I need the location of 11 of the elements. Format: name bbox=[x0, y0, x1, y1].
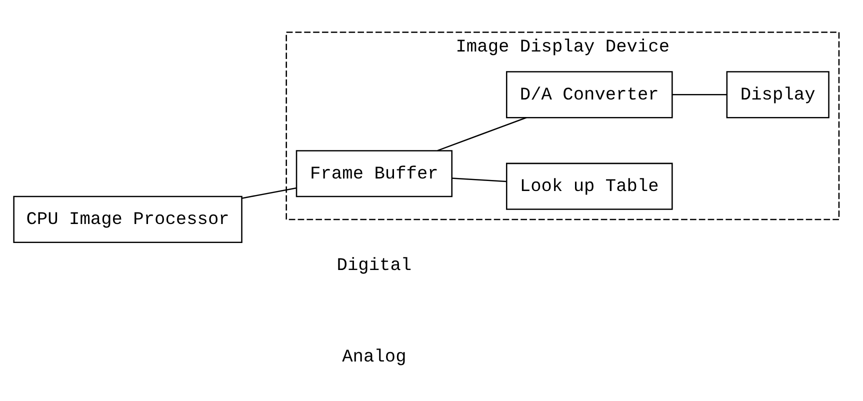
node-box: D/A Converter bbox=[506, 70, 673, 118]
connector bbox=[672, 94, 727, 95]
connector bbox=[452, 177, 506, 182]
connector bbox=[242, 186, 297, 198]
node-box: Look up Table bbox=[506, 162, 673, 210]
node-box: CPU Image Processor bbox=[13, 195, 242, 243]
label: Analog bbox=[342, 347, 406, 368]
node-box: Display bbox=[726, 70, 830, 118]
node-box: Frame Buffer bbox=[296, 150, 453, 197]
label: Digital bbox=[336, 256, 412, 276]
connector bbox=[437, 116, 527, 151]
